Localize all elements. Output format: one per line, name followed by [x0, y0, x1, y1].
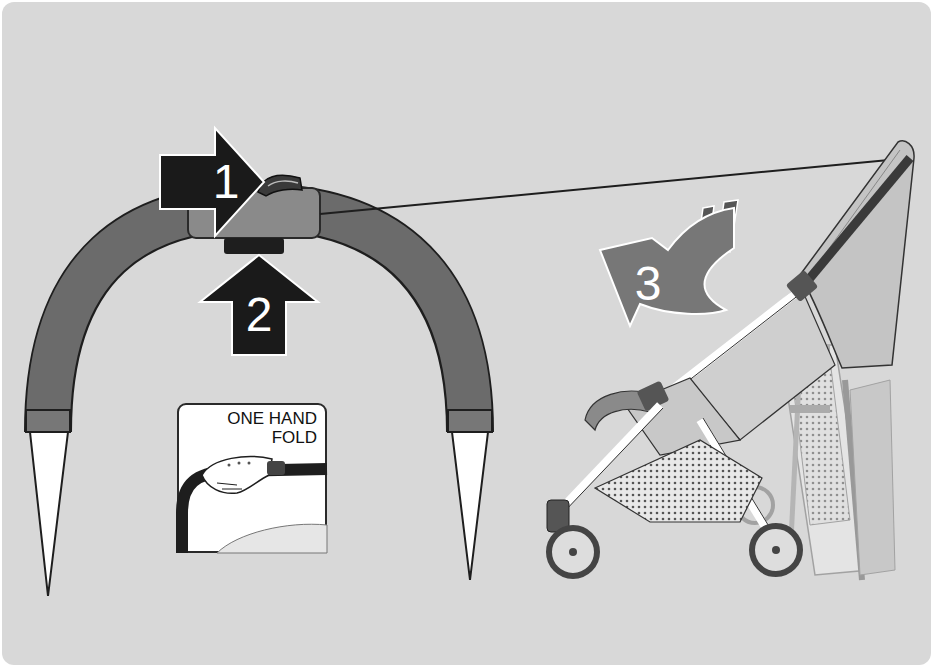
inset-caption: ONE HAND FOLD [213, 410, 317, 447]
leader-line [320, 158, 910, 214]
step-arrow-shape [160, 128, 264, 236]
step-arrow-shape [596, 200, 736, 328]
step-number: 3 [635, 260, 662, 308]
step-arrow: 1 [160, 128, 264, 236]
step-arrow: 3 [596, 200, 736, 328]
step-number: 1 [213, 158, 240, 206]
step-number: 2 [246, 291, 273, 339]
step-arrow: 2 [200, 255, 318, 355]
handlebar [26, 207, 492, 596]
inset-panel: ONE HAND FOLD [177, 403, 327, 553]
stroller [547, 141, 914, 576]
